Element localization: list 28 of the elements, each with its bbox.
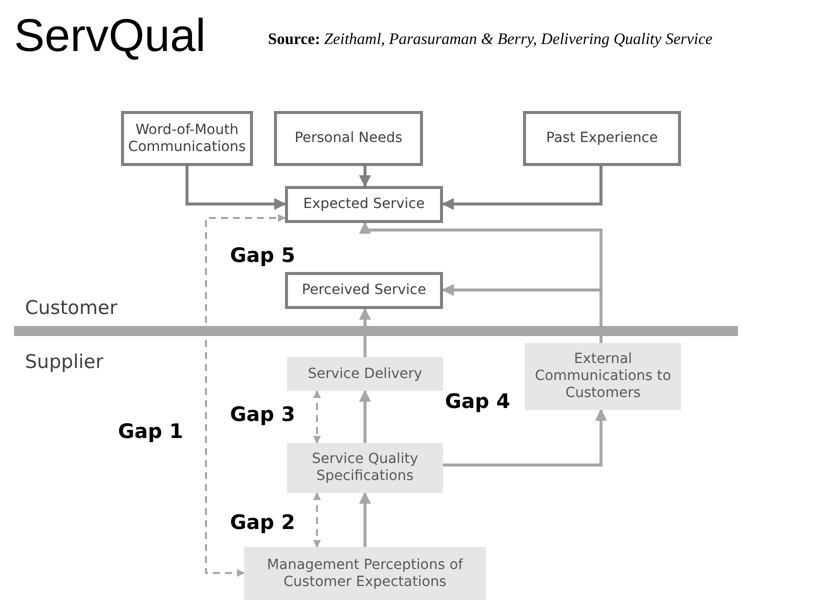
arrow [359,492,371,547]
dashed-arrow [313,390,321,444]
gap-label: Gap 1 [118,418,184,445]
gap-label: Gap 3 [230,401,296,428]
arrow [186,166,286,210]
shaded-box: Management Perceptions of Customer Expectations [244,547,486,600]
outlined-box: Personal Needs [274,111,423,166]
arrow [442,166,602,210]
side-label: Supplier [25,350,104,375]
outlined-box: Perceived Service [285,272,443,309]
arrow [443,408,607,466]
shaded-box: Service Quality Specifications [287,443,443,493]
side-label: Customer [25,296,118,321]
outlined-box: Past Experience [523,111,681,166]
arrow [359,390,371,443]
gap-label: Gap 4 [445,388,510,415]
shaded-box: External Communications to Customers [525,343,681,410]
gap-label: Gap 2 [230,509,296,536]
dashed-arrow [313,492,321,548]
shaded-box: Service Delivery [287,357,443,391]
outlined-box: Word-of-Mouth Communications [121,111,253,166]
dashed-arrow [205,214,286,577]
arrow [359,166,371,188]
gap-label: Gap 5 [230,242,296,269]
arrow [359,308,371,357]
outlined-box: Expected Service [285,186,443,223]
source-citation: Source: Zeithaml, Parasuraman & Berry, Delivering Quality Service [268,30,713,50]
title: ServQual [14,12,206,58]
